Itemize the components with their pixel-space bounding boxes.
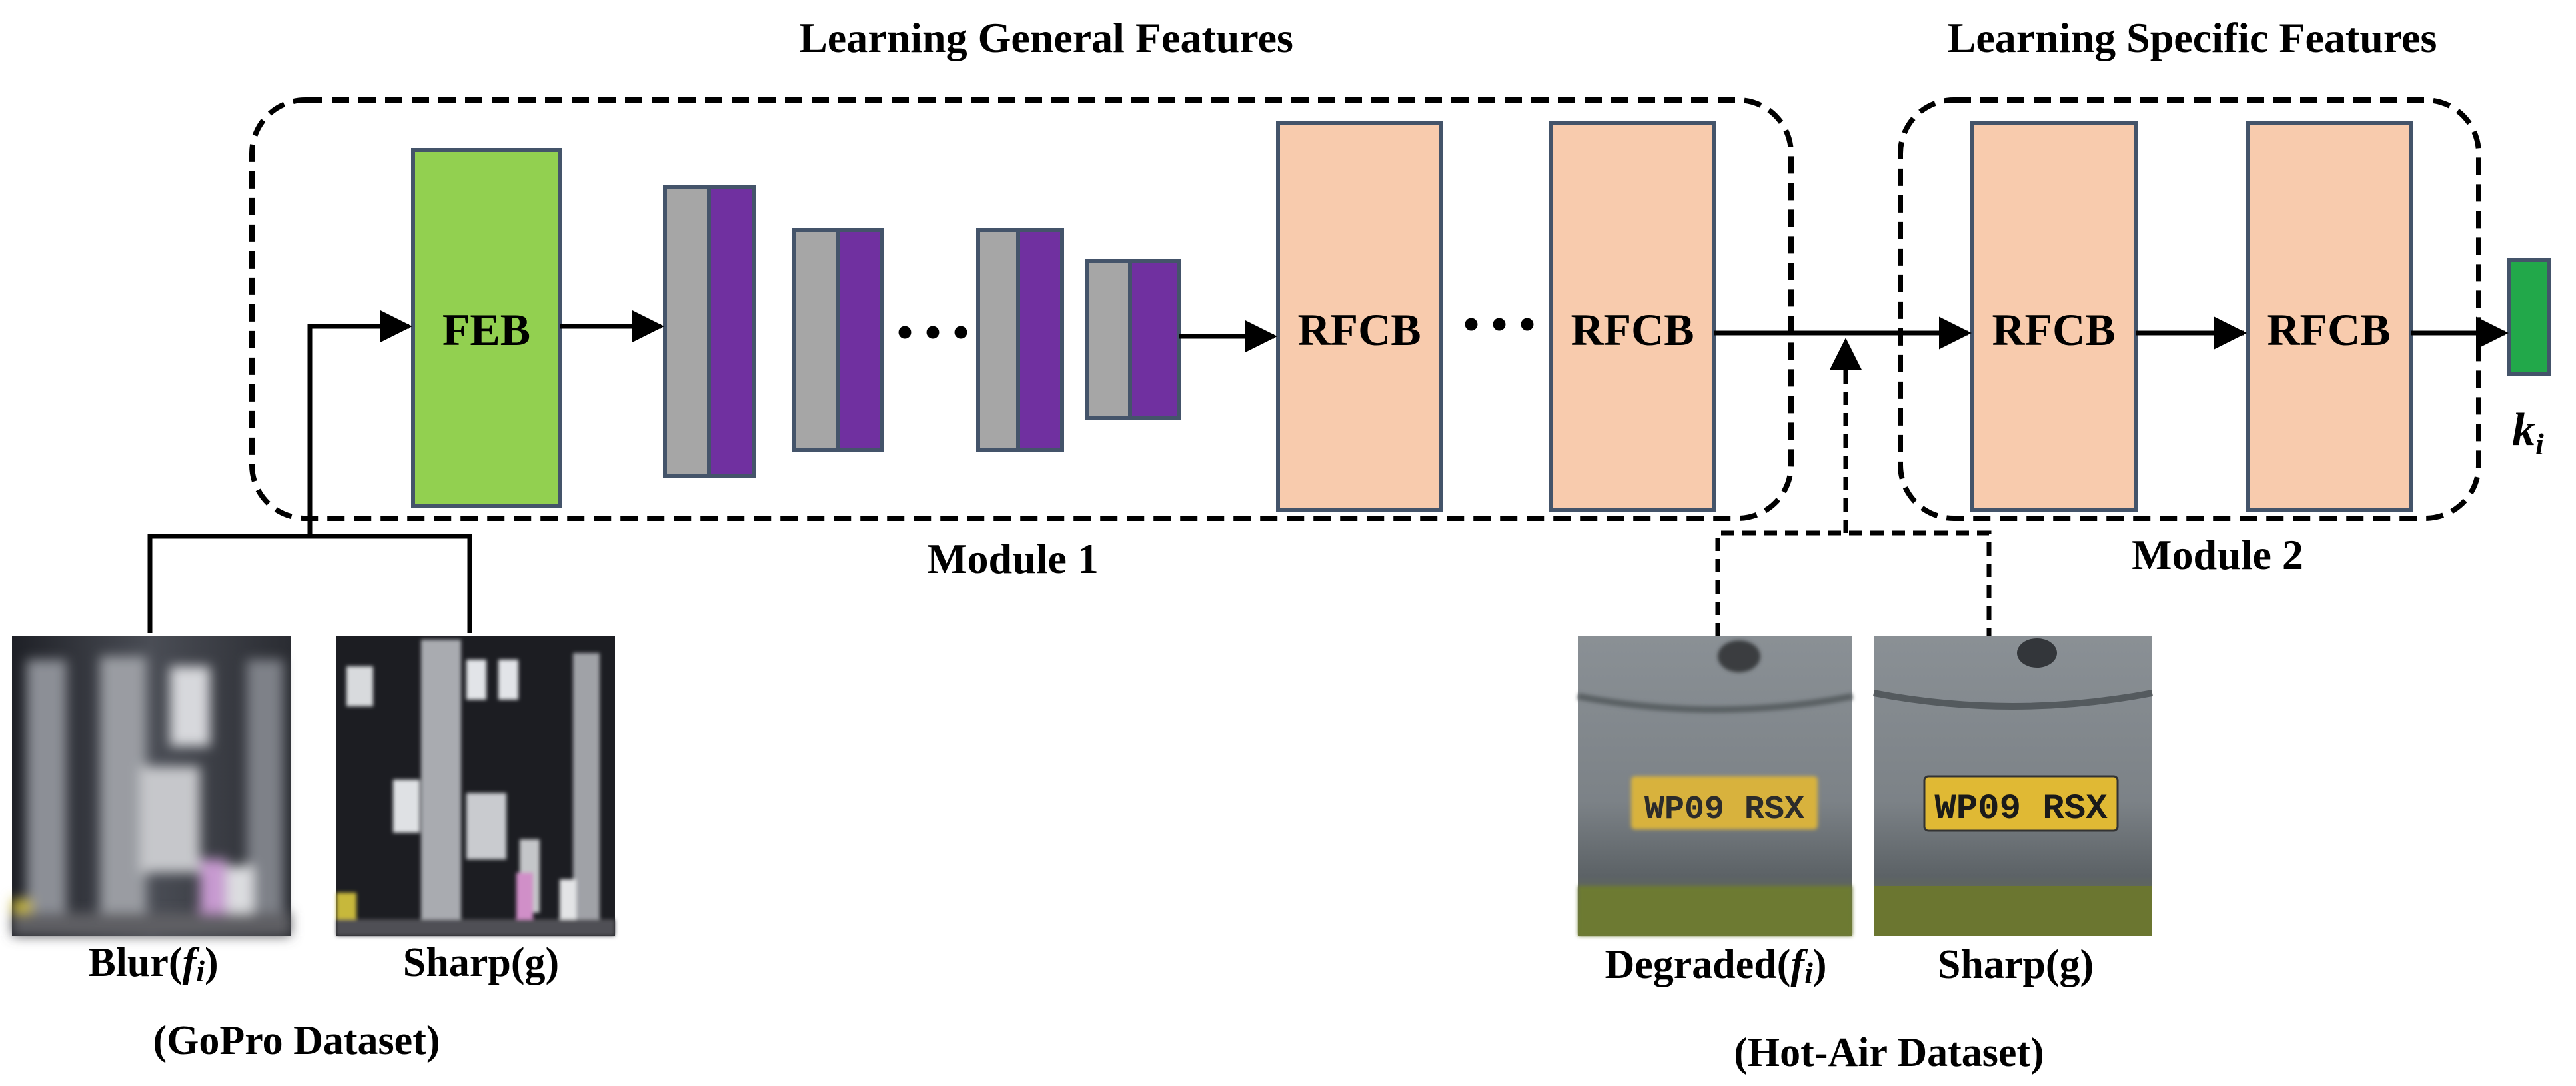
- degraded-label: Degraded(fi): [1605, 942, 1826, 990]
- hotair-dataset-caption: (Hot-Air Dataset): [1734, 1030, 2044, 1075]
- rfcb-block-4: [2246, 121, 2413, 512]
- feature-map-1: [663, 185, 756, 478]
- sharp-plate-text: WP09 RSX: [1934, 789, 2108, 829]
- module-1-box: [249, 97, 1794, 521]
- gopro-sharp-image: [336, 636, 615, 936]
- feature-map-4: [1085, 259, 1181, 420]
- hotair-dashed-path: [1715, 338, 1992, 636]
- feb-block: [411, 148, 562, 508]
- output-label: ki: [2512, 404, 2544, 461]
- hotair-degraded-image: WP09 RSX: [1577, 636, 1853, 936]
- feature-map-3: [976, 228, 1064, 452]
- rfcb-block-3: [1970, 121, 2138, 512]
- module-2-box: [1898, 97, 2481, 521]
- flow-arrows: [147, 310, 2509, 633]
- gopro-blur-image: [12, 636, 291, 936]
- hotair-sharp-label: Sharp(g): [1938, 942, 2094, 987]
- feb-label: FEB: [442, 304, 530, 355]
- blur-label: Blur(fi): [88, 940, 218, 988]
- ellipsis-rfcb: • • •: [1463, 299, 1536, 350]
- rfcb-label-3: RFCB: [1992, 304, 2115, 355]
- rfcb-label-1: RFCB: [1297, 304, 1421, 355]
- rfcb-block-1: [1276, 121, 1443, 512]
- rfcb-label-2: RFCB: [1571, 304, 1694, 355]
- degraded-plate-text: WP09 RSX: [1644, 791, 1804, 829]
- output-block: [2507, 258, 2551, 376]
- title-specific-features: Learning Specific Features: [1948, 14, 2437, 61]
- gopro-dataset-caption: (GoPro Dataset): [153, 1018, 440, 1063]
- hotair-sharp-image: WP09 RSX: [1873, 636, 2153, 936]
- module-2-label: Module 2: [2132, 531, 2303, 578]
- rfcb-block-2: [1549, 121, 1716, 512]
- gopro-sharp-label: Sharp(g): [403, 940, 559, 985]
- ellipsis-feature-maps: • • •: [897, 307, 969, 358]
- title-general-features: Learning General Features: [799, 14, 1293, 61]
- feature-map-2: [792, 228, 884, 452]
- rfcb-label-4: RFCB: [2267, 304, 2390, 355]
- module-1-label: Module 1: [927, 535, 1099, 582]
